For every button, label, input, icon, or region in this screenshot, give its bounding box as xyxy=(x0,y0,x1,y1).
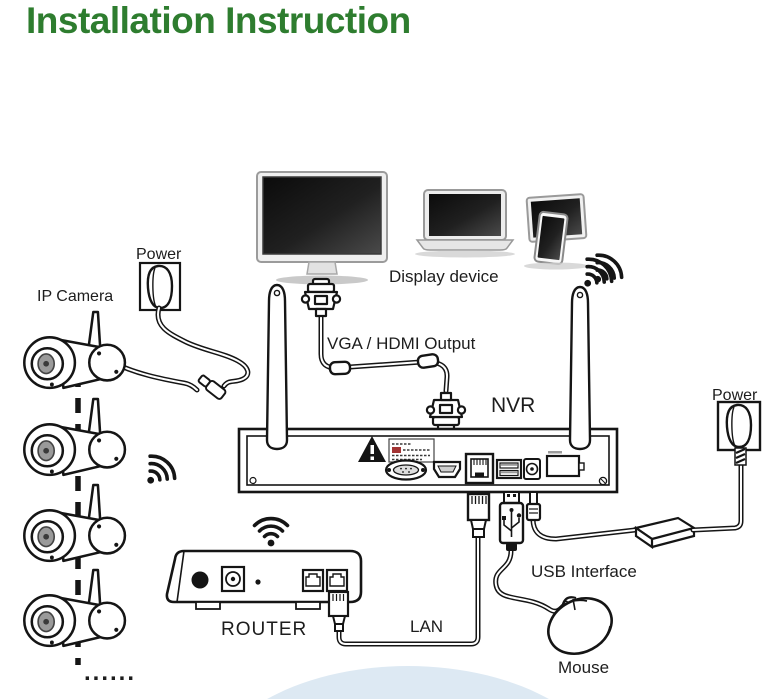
nvr-usb-port xyxy=(495,458,523,480)
laptop xyxy=(415,189,515,258)
tablet-shadow xyxy=(524,262,588,270)
power-brick xyxy=(633,516,697,550)
page-title: Installation Instruction xyxy=(26,0,411,41)
nvr-power-switch xyxy=(545,451,585,478)
nvr-vga-port xyxy=(384,459,428,481)
ethernet-connector-nvr xyxy=(466,492,491,538)
camera-power-label: Power xyxy=(136,246,182,263)
monitor xyxy=(256,171,388,285)
cable-ferrite xyxy=(328,360,352,376)
router-lan-port xyxy=(325,568,349,593)
mouse-label: Mouse xyxy=(558,658,609,677)
ethernet-connector-router xyxy=(327,590,350,632)
dc-plug xyxy=(525,491,542,522)
nvr-screw xyxy=(249,476,608,486)
smartphone xyxy=(533,210,569,266)
nvr-label: NVR xyxy=(491,394,535,417)
nvr-lan-port xyxy=(464,452,495,485)
more-cameras-ellipsis: ...... xyxy=(84,659,136,686)
wifi-icon xyxy=(134,449,182,496)
ip-camera-icon xyxy=(23,568,127,648)
router-lan-port xyxy=(301,568,325,593)
ip-camera-icon xyxy=(23,483,127,563)
ip-camera-icon xyxy=(23,397,127,477)
wifi-icon xyxy=(252,516,290,549)
power-adapter-nvr xyxy=(716,400,762,466)
router xyxy=(165,549,363,610)
router-wps-button xyxy=(191,571,209,589)
nvr-power-label: Power xyxy=(712,387,758,404)
usb-icon xyxy=(502,508,522,537)
ip-camera-icon xyxy=(23,310,127,390)
nvr-antenna-left xyxy=(265,283,289,451)
power-adapter-camera xyxy=(138,261,182,312)
mouse xyxy=(547,596,613,655)
display-device-label: Display device xyxy=(389,267,499,286)
vga-connector-nvr xyxy=(425,391,467,432)
wifi-icon xyxy=(581,248,629,295)
router-dc-jack xyxy=(220,565,246,593)
lan-label: LAN xyxy=(410,617,443,636)
nvr-antenna-right xyxy=(568,285,592,451)
ip-camera-label: IP Camera xyxy=(37,288,113,305)
router-label: ROUTER xyxy=(221,619,307,640)
warning-icon xyxy=(358,436,435,463)
vga-connector-display xyxy=(300,277,342,318)
usb-interface-label: USB Interface xyxy=(531,562,637,581)
nvr-hdmi-port xyxy=(432,460,462,479)
cable-ferrite xyxy=(416,353,440,369)
nvr xyxy=(237,283,619,494)
usb-connector xyxy=(498,491,525,551)
nvr-dc-jack xyxy=(523,458,541,480)
background-wave xyxy=(267,666,549,699)
camera-power-connectors xyxy=(197,374,227,400)
vga-hdmi-output-label: VGA / HDMI Output xyxy=(327,334,476,353)
